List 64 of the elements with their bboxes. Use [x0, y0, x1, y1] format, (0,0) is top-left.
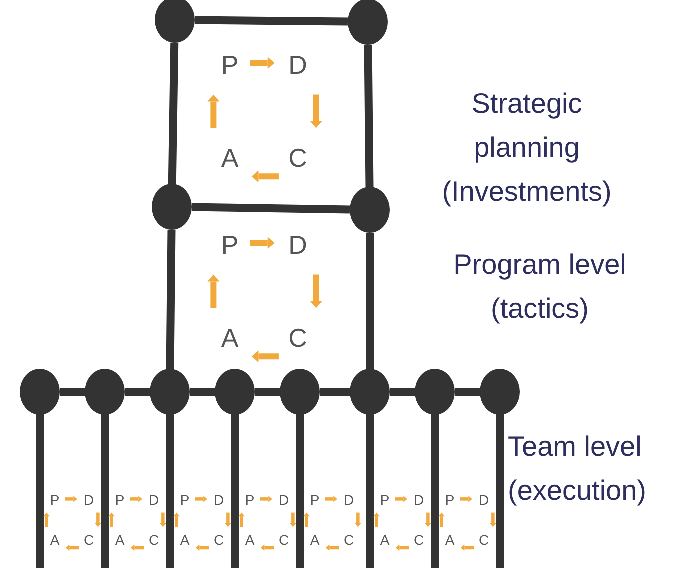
cycle-letter: D — [278, 493, 290, 507]
connector-line — [455, 388, 480, 396]
connector-line — [168, 42, 179, 184]
cycle-letter: P — [310, 493, 320, 507]
cycle-letter: C — [288, 325, 308, 351]
cycle-letter: C — [278, 533, 290, 547]
cycle-letter: A — [221, 145, 239, 171]
cycle-letter: P — [380, 493, 390, 507]
connector-line — [320, 388, 350, 396]
junction-dot — [350, 369, 390, 415]
connector-line — [166, 230, 176, 370]
junction-dot — [20, 369, 60, 415]
cycle-letter: D — [478, 493, 490, 507]
junction-dot — [215, 369, 255, 415]
cycle-letter: D — [214, 493, 224, 507]
connector-line — [255, 388, 280, 396]
cycle-letter: C — [148, 533, 160, 547]
cycle-letter: P — [445, 493, 455, 507]
cycle-letter: D — [344, 493, 354, 507]
junction-dot — [280, 369, 320, 415]
cycle-letter: P — [221, 52, 239, 78]
cycle-letter: D — [288, 232, 308, 258]
connector-line — [190, 388, 215, 396]
cycle-letter: C — [478, 533, 490, 547]
cycle-letter: A — [310, 533, 320, 547]
connector-line — [364, 44, 374, 188]
connector-line — [366, 233, 374, 369]
level-label: Team level (execution) — [508, 430, 648, 508]
connector-line — [125, 388, 150, 396]
cycle-letter: A — [245, 533, 255, 547]
junction-dot — [348, 0, 388, 45]
cycle-letter: C — [214, 533, 224, 547]
cycle-letter: A — [380, 533, 390, 547]
cycle-letter: P — [245, 493, 255, 507]
connector-line — [194, 16, 348, 26]
cycle-letter: P — [180, 493, 190, 507]
connector-line — [60, 388, 85, 396]
junction-dot — [350, 187, 390, 233]
connector-line — [390, 388, 415, 396]
cycle-letter: A — [221, 325, 239, 351]
cycle-letter: A — [180, 533, 190, 547]
cycle-letter: D — [84, 493, 94, 507]
junction-dot — [415, 369, 455, 415]
cycle-letter: C — [84, 533, 94, 547]
cycle-letter: D — [148, 493, 160, 507]
cycle-letter: A — [445, 533, 455, 547]
cycle-letter: A — [50, 533, 60, 547]
junction-dot — [85, 369, 125, 415]
cycle-letter: C — [414, 533, 424, 547]
junction-dot — [152, 184, 192, 230]
level-label: Strategic planning (Investments) — [441, 87, 613, 209]
cycle-letter: D — [288, 52, 308, 78]
connector-line — [192, 203, 350, 214]
cycle-letter: D — [414, 493, 424, 507]
cycle-letter: C — [344, 533, 354, 547]
junction-dot — [480, 369, 520, 415]
level-label: Program level (tactics) — [452, 248, 628, 326]
cycle-letter: P — [221, 232, 239, 258]
cycle-letter: P — [115, 493, 125, 507]
junction-dot — [155, 0, 195, 43]
junction-dot — [150, 369, 190, 415]
cycle-letter: C — [288, 145, 308, 171]
cycle-letter: P — [50, 493, 60, 507]
cycle-letter: A — [115, 533, 125, 547]
